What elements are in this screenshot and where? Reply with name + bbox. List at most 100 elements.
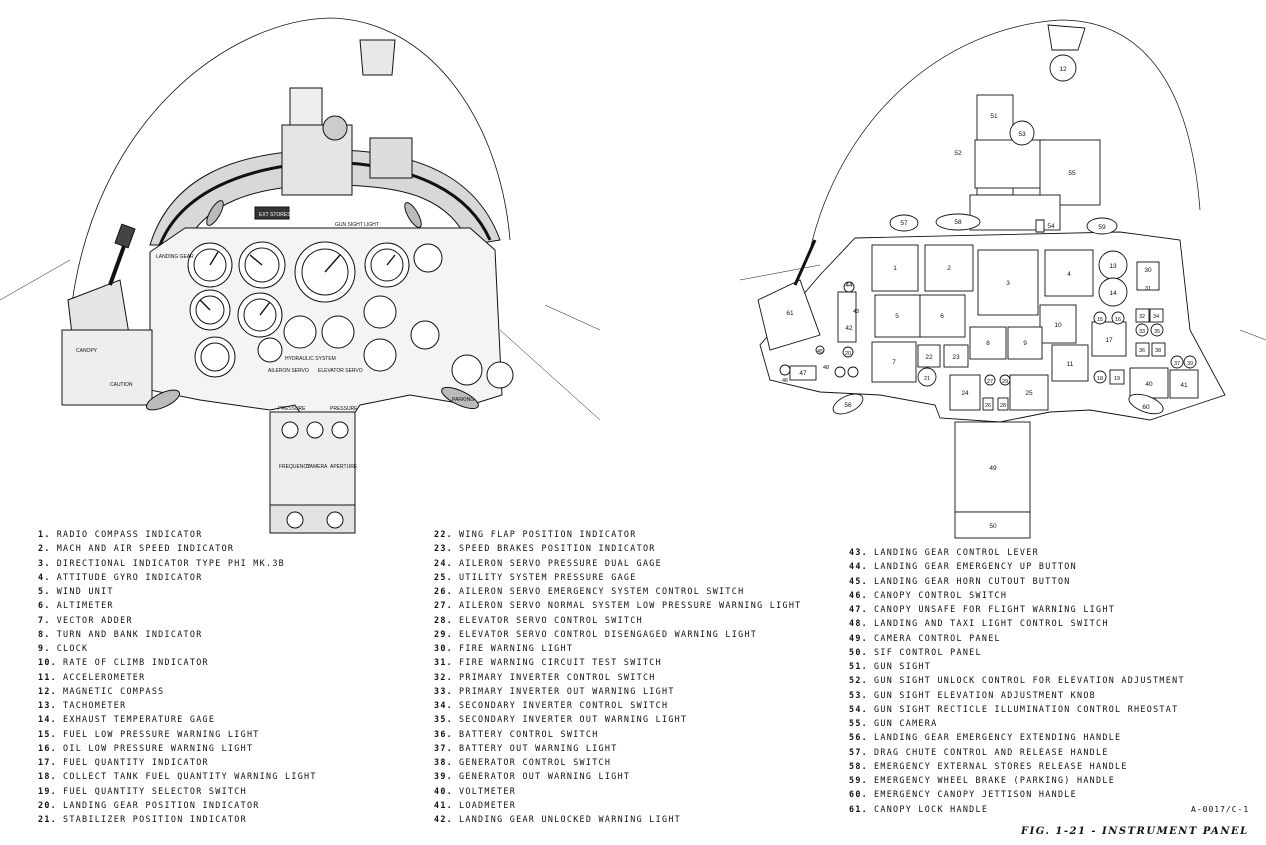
callout-48: 48 [823, 365, 829, 371]
legend-number: 33. [434, 685, 454, 696]
legend-label: LANDING GEAR HORN CUTOUT BUTTON [874, 575, 1071, 586]
legend-item: 28.ELEVATOR SERVO CONTROL SWITCH [434, 613, 802, 627]
label-elevator-servo: ELEVATOR SERVO [318, 368, 363, 374]
legend-label: WING FLAP POSITION INDICATOR [459, 529, 637, 539]
legend-number: 22. [434, 529, 454, 539]
legend-number: 54. [849, 703, 869, 714]
label-caution: CAUTION [110, 382, 133, 388]
legend-item: 59.EMERGENCY WHEEL BRAKE (PARKING) HANDL… [849, 773, 1185, 787]
legend-number: 27. [434, 600, 454, 611]
callout-28: 28 [1000, 403, 1006, 409]
label-aileron-servo: AILERON SERVO [268, 368, 309, 374]
legend-item: 27.AILERON SERVO NORMAL SYSTEM LOW PRESS… [434, 598, 802, 612]
legend-label: DRAG CHUTE CONTROL AND RELEASE HANDLE [874, 746, 1109, 757]
legend-number: 4. [38, 571, 51, 582]
legend-label: WIND UNIT [56, 586, 114, 596]
legend-label: ATTITUDE GYRO INDICATOR [56, 571, 203, 582]
legend-label: SECONDARY INVERTER CONTROL SWITCH [459, 700, 669, 710]
legend-label: ELEVATOR SERVO CONTROL DISENGAGED WARNIN… [459, 628, 758, 639]
legend-item: 43.LANDING GEAR CONTROL LEVER [849, 545, 1185, 559]
legend-label: UTILITY SYSTEM PRESSURE GAGE [459, 571, 637, 582]
panel-illustration: LANDING GEAR CANOPY CAUTION HYDRAULIC SY… [0, 17, 601, 534]
label-landing-gear: LANDING GEAR [156, 254, 194, 260]
legend-number: 20. [38, 799, 58, 810]
legend-number: 31. [434, 657, 454, 668]
legend-number: 42. [434, 814, 454, 824]
legend-label: CLOCK [56, 643, 89, 653]
legend-number: 40. [434, 785, 454, 796]
legend-number: 36. [434, 728, 454, 739]
legend-label: ACCELEROMETER [63, 671, 146, 682]
legend-label: SIF CONTROL PANEL [874, 646, 982, 657]
callout-9: 9 [1023, 340, 1027, 347]
callout-52: 52 [954, 150, 962, 157]
callout-38: 38 [1155, 348, 1161, 354]
legend-number: 44. [849, 561, 869, 572]
callout-3: 3 [1006, 280, 1010, 287]
legend-item: 4. ATTITUDE GYRO INDICATOR [38, 570, 317, 584]
legend-number: 61. [849, 803, 869, 814]
legend-label: CANOPY CONTROL SWITCH [874, 589, 1008, 600]
legend-item: 54.GUN SIGHT RECTICLE ILLUMINATION CONTR… [849, 702, 1185, 716]
legend-item: 15.FUEL LOW PRESSURE WARNING LIGHT [38, 727, 317, 741]
legend-item: 19. FUEL QUANTITY SELECTOR SWITCH [38, 784, 317, 798]
legend-item: 7.VECTOR ADDER [38, 613, 317, 627]
legend-item: 55. GUN CAMERA [849, 716, 1185, 730]
legend-number: 55. [849, 718, 869, 728]
legend-label: STABILIZER POSITION INDICATOR [63, 814, 247, 824]
legend-number: 53. [849, 689, 869, 700]
callout-57: 57 [900, 220, 908, 227]
legend-item: 56.LANDING GEAR EMERGENCY EXTENDING HAND… [849, 730, 1185, 744]
callout-12: 12 [1059, 66, 1067, 73]
legend-item: 1.RADIO COMPASS INDICATOR [38, 527, 317, 541]
callout-36: 36 [1139, 348, 1145, 354]
callout-13: 13 [1109, 263, 1117, 270]
legend-item: 39.GENERATOR OUT WARNING LIGHT [434, 769, 802, 783]
label-parking: PARKING [452, 397, 474, 403]
legend-item: 26.AILERON SERVO EMERGENCY SYSTEM CONTRO… [434, 584, 802, 598]
callout-11: 11 [1067, 361, 1074, 368]
legend-number: 13. [38, 700, 58, 710]
legend-number: 19. [38, 785, 58, 796]
callout-33: 33 [1139, 329, 1145, 335]
label-hydraulic-system: HYDRAULIC SYSTEM [285, 356, 336, 362]
legend-label: BATTERY CONTROL SWITCH [459, 728, 599, 739]
legend-item: 32.PRIMARY INVERTER CONTROL SWITCH [434, 670, 802, 684]
legend-label: TURN AND BANK INDICATOR [56, 628, 203, 639]
label-gun-sight-light: GUN SIGHT LIGHT [335, 222, 379, 228]
legend-item: 18.COLLECT TANK FUEL QUANTITY WARNING LI… [38, 769, 317, 783]
legend-item: 60.EMERGENCY CANOPY JETTISON HANDLE [849, 787, 1185, 801]
legend-label: MAGNETIC COMPASS [63, 685, 165, 696]
legend-item: 10.RATE OF CLIMB INDICATOR [38, 655, 317, 669]
legend-number: 49. [849, 632, 869, 643]
callout-24: 24 [961, 390, 969, 397]
legend-item: 25.UTILITY SYSTEM PRESSURE GAGE [434, 570, 802, 584]
legend-number: 41. [434, 799, 454, 810]
callout-1: 1 [893, 265, 897, 272]
legend-item: 31.FIRE WARNING CIRCUIT TEST SWITCH [434, 655, 802, 669]
legend-number: 45. [849, 575, 869, 586]
label-camera: CAMERA [306, 464, 328, 470]
legend-item: 13.TACHOMETER [38, 698, 317, 712]
callout-22: 22 [925, 354, 933, 361]
legend-number: 15. [38, 728, 58, 739]
legend-column-2: 22. WING FLAP POSITION INDICATOR 23.SPEED … [434, 527, 802, 826]
callout-20: 20 [845, 351, 851, 357]
legend-number: 11. [38, 671, 58, 682]
legend-number: 30. [434, 643, 454, 653]
legend-number: 18. [38, 771, 58, 782]
legend-label: GUN CAMERA [874, 718, 938, 728]
legend-label: FUEL QUANTITY SELECTOR SWITCH [63, 785, 247, 796]
legend-label: RATE OF CLIMB INDICATOR [63, 657, 209, 668]
callout-27: 27 [987, 379, 993, 385]
legend-item: 44.LANDING GEAR EMERGENCY UP BUTTON [849, 559, 1185, 573]
callout-26: 26 [985, 403, 991, 409]
legend-number: 23. [434, 543, 454, 554]
callout-37: 37 [1174, 361, 1180, 367]
callout-6: 6 [940, 313, 944, 320]
legend-item: 23.SPEED BRAKES POSITION INDICATOR [434, 541, 802, 555]
label-canopy: CANOPY [76, 348, 98, 354]
legend-item: 6.ALTIMETER [38, 598, 317, 612]
label-frequency: FREQUENCY [279, 464, 311, 470]
legend-item: 50.SIF CONTROL PANEL [849, 645, 1185, 659]
